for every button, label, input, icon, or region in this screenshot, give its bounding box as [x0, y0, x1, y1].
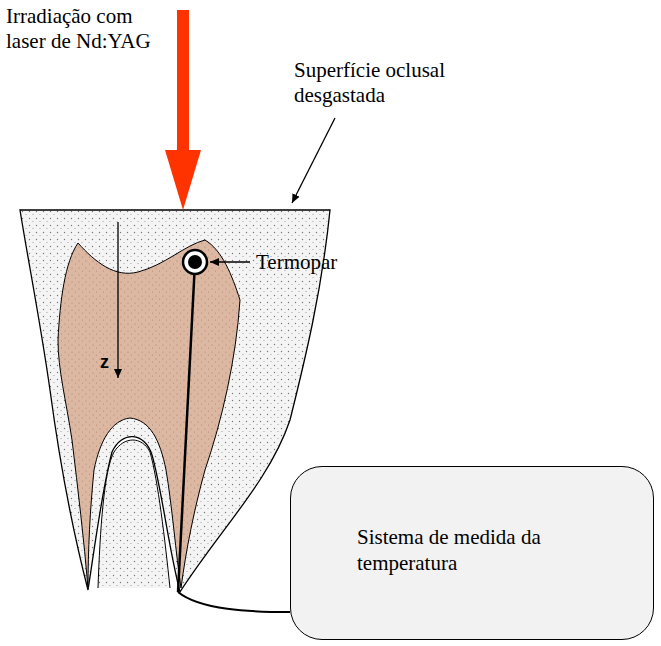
- thermocouple-wire: [178, 262, 195, 592]
- thermocouple-tip-core: [188, 255, 202, 269]
- z-axis-arrow: [117, 222, 118, 378]
- callout-label: Superfície oclusal desgastada: [294, 58, 494, 108]
- leader-line: [210, 261, 250, 262]
- pulp-chamber: [58, 240, 240, 588]
- axis-label: z: [100, 352, 109, 374]
- callout-label: Termopar: [256, 250, 337, 275]
- leader-line: [292, 118, 335, 203]
- box-text: Sistema de medida da temperatura: [357, 524, 557, 577]
- laser-beam: [177, 10, 189, 158]
- thermocouple-cable: [178, 592, 290, 612]
- laser-arrowhead: [165, 150, 201, 210]
- callout-label: Irradiação com laser de Nd:YAG: [6, 4, 156, 54]
- root-dentin: [98, 440, 170, 588]
- thermocouple-tip: [183, 250, 207, 274]
- measurement-box: Sistema de medida da temperatura: [290, 466, 654, 640]
